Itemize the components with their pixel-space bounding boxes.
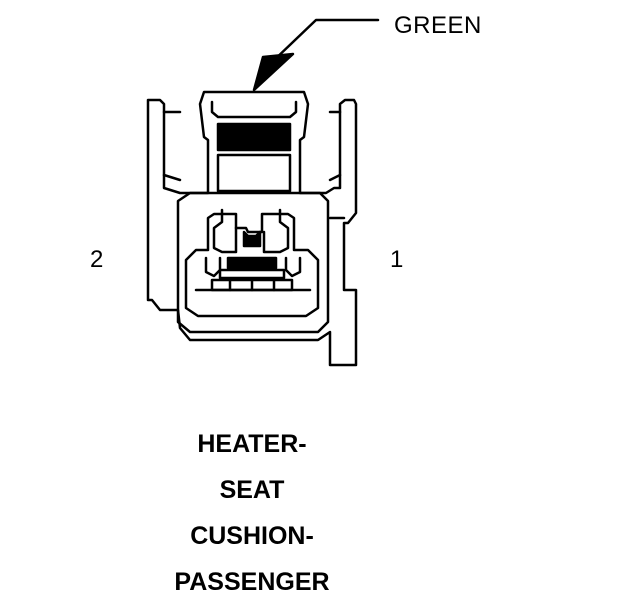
latch-window-lower xyxy=(216,153,292,193)
terminal-bar xyxy=(226,256,278,270)
terminal-contact-left xyxy=(204,256,222,278)
terminal-tower-left xyxy=(212,208,238,254)
terminal-tower-right xyxy=(262,208,290,254)
top-tab xyxy=(210,100,298,119)
pin-number-left: 2 xyxy=(90,246,104,273)
terminal-bar-lower xyxy=(218,268,286,280)
callout-leader-line xyxy=(268,18,380,66)
callout-arrowhead xyxy=(252,52,295,92)
terminal-contact-right xyxy=(284,256,302,278)
connector-face xyxy=(176,191,330,334)
latch-window-upper xyxy=(216,122,292,152)
component-title: HEATER- SEAT CUSHION- PASSENGER xyxy=(152,424,352,608)
left-rib xyxy=(162,173,182,182)
title-line: PASSENGER xyxy=(174,568,330,596)
title-line: SEAT xyxy=(219,476,285,504)
connector-housing xyxy=(146,90,358,367)
terminal-cavity xyxy=(184,212,320,318)
pin-number-right: 1 xyxy=(390,246,404,273)
title-line: CUSHION- xyxy=(190,522,314,550)
right-rib xyxy=(328,173,342,182)
title-line: HEATER- xyxy=(197,430,307,458)
center-pin xyxy=(242,230,262,248)
color-callout-label: GREEN xyxy=(394,12,482,39)
